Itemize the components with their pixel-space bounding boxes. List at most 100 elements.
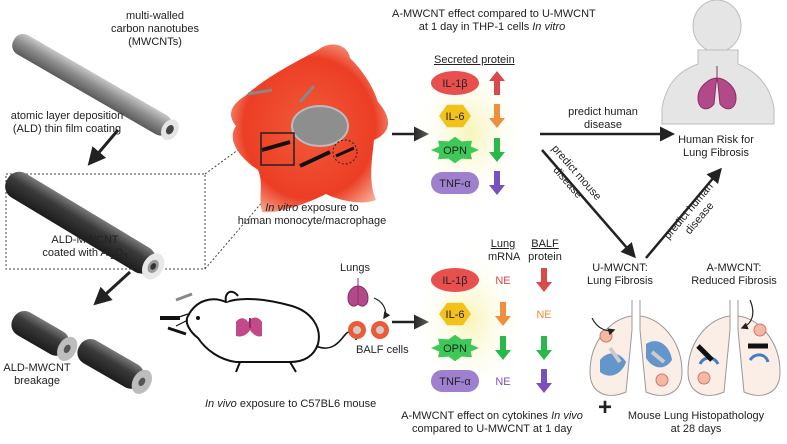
balf-arrow-down-icon (536, 336, 552, 360)
ald-mwcnt-formula: coated with Al2O3 (30, 247, 140, 263)
mrna-arrow-down-icon (495, 302, 511, 326)
ald-label-line: (ALD) thin film coating (12, 123, 122, 135)
mrna-ne-label: NE (495, 275, 510, 287)
mwcnt-label-line: (MWCNTs) (128, 36, 182, 48)
nanotube-fragment (299, 150, 331, 168)
predict-human2-label: predict human disease (662, 178, 728, 250)
nanotube-fragment (298, 85, 316, 103)
zoom-box (5, 173, 206, 270)
lungs-label: Lungs (340, 262, 370, 274)
balf-protein-header-line: BALF (531, 238, 559, 250)
predict-human-line: disease (584, 119, 622, 131)
nanotube-fragment (261, 140, 291, 152)
lung-mrna-header-line: mRNA (488, 251, 521, 263)
cytokine-name: IL-6 (446, 111, 465, 123)
cytokine-name: TNF-α (439, 376, 471, 388)
lung-mrna-header: Lung mRNA (488, 238, 521, 264)
ald-mwcnt-title: ALD-MWCNT (51, 234, 119, 246)
invitro-caption-line2: human monocyte/macrophage (237, 215, 387, 227)
human-risk-line: Lung Fibrosis (682, 147, 750, 159)
human-risk-label: Human Risk for Lung Fibrosis (666, 134, 766, 160)
cytokine-name: OPN (443, 145, 467, 157)
human-silhouette (661, 0, 775, 125)
predict-human-line: predict human (568, 106, 638, 118)
a-mwcnt-label: A-MWCNT: Reduced Fibrosis (684, 262, 784, 288)
u-mwcnt-line: U-MWCNT: (592, 262, 648, 274)
invitro-caption: In vitro exposure to human monocyte/macr… (232, 202, 392, 228)
cytokine-badge-opn (431, 136, 479, 164)
bottom-caption-line1: A-MWCNT effect on cytokines In vivo (392, 410, 592, 423)
flow-arrow-2 (93, 270, 132, 306)
histo-caption: Mouse Lung Histopathology at 28 days (616, 410, 776, 436)
invitro-rest: exposure to (298, 202, 359, 214)
cytokine-name: IL-6 (446, 309, 465, 321)
mrna-arrow-down-icon (495, 336, 511, 360)
formula-sub-3: 3 (123, 252, 128, 262)
top-title-line2: at 1 day in THP-1 cells In vitro (392, 21, 592, 34)
lungs-to-cells-arrow (373, 297, 391, 320)
flow-arrow-1 (87, 129, 120, 166)
nanotube-fragment (175, 292, 193, 302)
broken-tube-1 (11, 311, 78, 361)
histo-caption-line: at 28 days (670, 423, 722, 435)
invivo-caption: In vivo exposure to C57BL6 mouse (205, 398, 376, 411)
mwcnt-label: multi-walled carbon nanotubes (MWCNTs) (100, 10, 210, 49)
top-title-line2-text: at 1 day in THP-1 cells (418, 21, 533, 33)
ald-label: atomic layer deposition (ALD) thin film … (2, 110, 132, 136)
small-lungs-icon (347, 278, 369, 307)
invitro-caption-line1: In vitro exposure to (232, 202, 392, 215)
u-mwcnt-line: Lung Fibrosis (586, 275, 654, 287)
u-mwcnt-label: U-MWCNT: Lung Fibrosis (580, 262, 660, 288)
balf-arrow-down-icon (536, 268, 552, 292)
top-title: A-MWCNT effect compared to U-MWCNT at 1 … (392, 8, 596, 34)
predict-mouse-arrow (541, 149, 636, 259)
bottom-caption-text: A-MWCNT effect on cytokines (401, 410, 552, 422)
balf-cells-icon (348, 321, 389, 339)
balf-ne-label: NE (536, 309, 551, 321)
bottom-caption-italic: In vivo (551, 410, 583, 422)
cytokine-badge-tnfa (431, 172, 479, 194)
mwcnt-label-line: carbon nanotubes (110, 23, 200, 35)
breakage-label: ALD-MWCNT breakage (2, 362, 72, 388)
u-mwcnt-lung-histology (589, 300, 683, 396)
arrow-down-icon (489, 138, 505, 162)
cytokine-name: IL-1β (442, 78, 467, 90)
cytokine-badge-il1b (431, 71, 479, 95)
a-mwcnt-line: A-MWCNT: (706, 262, 762, 274)
balf-protein-header-line: protein (528, 251, 562, 263)
formula-o: O (114, 247, 124, 259)
cytokine-name: TNF-α (439, 178, 471, 190)
balf-arrow-down-icon (536, 369, 552, 393)
lung-mrna-header-line: Lung (490, 238, 516, 250)
breakage-line: breakage (14, 375, 60, 387)
cytokine-badge-opn (431, 334, 479, 362)
balf-protein-header: BALF protein (524, 238, 566, 264)
invivo-italic: In vivo (205, 398, 237, 410)
mwcnt-label-line: multi-walled (125, 10, 185, 22)
formula-sub-2: 2 (110, 252, 115, 262)
arrow-down-icon (489, 104, 505, 128)
top-title-line1: A-MWCNT effect compared to U-MWCNT (392, 8, 596, 20)
nanotube-fragment (167, 326, 187, 336)
arrow-down-icon (489, 171, 505, 195)
balf-cells-label: BALF cells (356, 344, 409, 356)
u-mwcnt-pointer (591, 317, 616, 336)
histo-caption-line: Mouse Lung Histopathology (627, 410, 765, 422)
mrna-ne-label: NE (495, 376, 510, 388)
mouse-drawing (175, 290, 357, 373)
zoom-line-bottom (204, 164, 295, 270)
bottom-caption-line2: compared to U-MWCNT at 1 day (412, 423, 572, 435)
cytokine-name: IL-1β (442, 275, 467, 287)
a-mwcnt-line: Reduced Fibrosis (691, 275, 777, 287)
top-title-italic: In vitro (532, 21, 566, 33)
cytokine-badge-tnfa (431, 370, 479, 392)
secreted-protein-header: Secreted protein (434, 54, 515, 66)
zoom-target-box (260, 132, 295, 166)
breakage-line: ALD-MWCNT (3, 362, 71, 374)
plus-sign: + (598, 394, 613, 421)
mwcnt-tube (12, 33, 179, 141)
invivo-rest: exposure to C57BL6 mouse (236, 398, 377, 410)
ald-mwcnt-tube (5, 171, 165, 280)
